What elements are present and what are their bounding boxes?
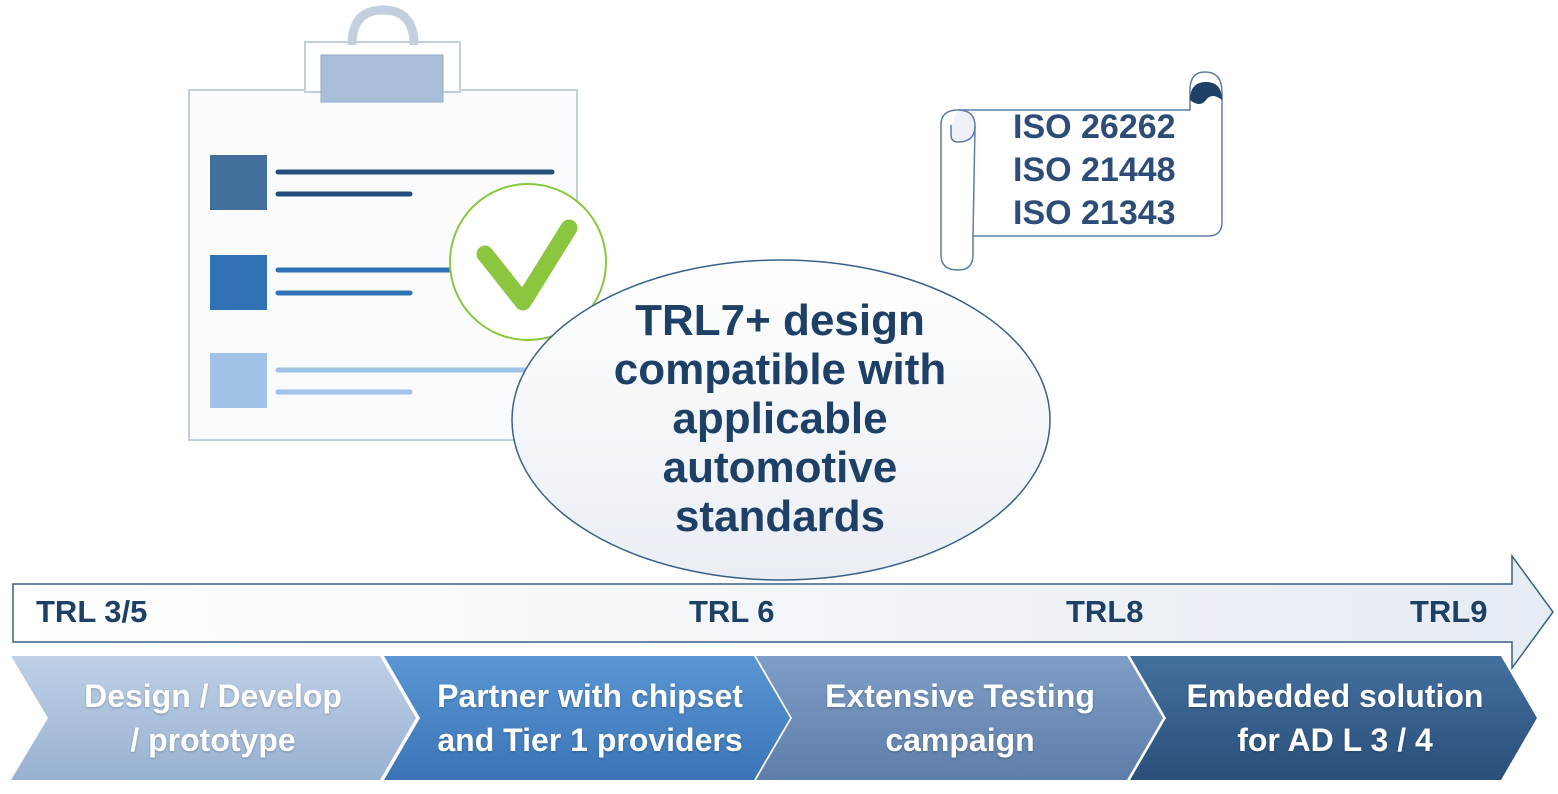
- checklist-box-3: [210, 353, 267, 408]
- trl-marker-8: TRL8: [1066, 594, 1144, 629]
- standard-iso-21343: ISO 21343: [1013, 194, 1176, 232]
- standards-bubble: [511, 259, 1051, 581]
- phase-chevron-2: [384, 656, 790, 780]
- phase-chevron-3: [756, 656, 1163, 780]
- standard-iso-26262: ISO 26262: [1013, 108, 1176, 146]
- checklist-box-1: [210, 155, 267, 210]
- phase-1-line-1: Design / Develop: [84, 678, 342, 714]
- phase-2-line-1: Partner with chipset: [437, 678, 743, 714]
- checkmark-icon: [449, 183, 607, 341]
- phase-chevron-1: [11, 656, 416, 780]
- phase-label-4: Embedded solution for AD L 3 / 4: [1160, 672, 1510, 764]
- bubble-text: TRL7+ design compatible with applicable …: [613, 296, 947, 541]
- timeline-arrow: [12, 553, 1554, 671]
- scroll-icon: [940, 71, 1223, 271]
- trl-marker-9: TRL9: [1410, 594, 1488, 629]
- phase-2-line-2: and Tier 1 providers: [437, 722, 743, 758]
- phase-3-line-2: campaign: [885, 722, 1035, 758]
- trl-marker-6: TRL 6: [689, 594, 775, 629]
- phase-label-3: Extensive Testing campaign: [790, 672, 1130, 764]
- phase-label-2: Partner with chipset and Tier 1 providers: [410, 672, 770, 764]
- phase-chevron-4: [1130, 656, 1537, 780]
- phase-4-line-1: Embedded solution: [1186, 678, 1484, 714]
- phase-label-1: Design / Develop / prototype: [54, 672, 372, 764]
- checklist-box-2: [210, 255, 267, 310]
- phase-1-line-2: / prototype: [130, 722, 296, 758]
- phase-4-line-2: for AD L 3 / 4: [1237, 722, 1433, 758]
- standard-iso-21448: ISO 21448: [1013, 151, 1176, 189]
- phase-3-line-1: Extensive Testing: [825, 678, 1095, 714]
- trl-marker-3-5: TRL 3/5: [36, 594, 148, 629]
